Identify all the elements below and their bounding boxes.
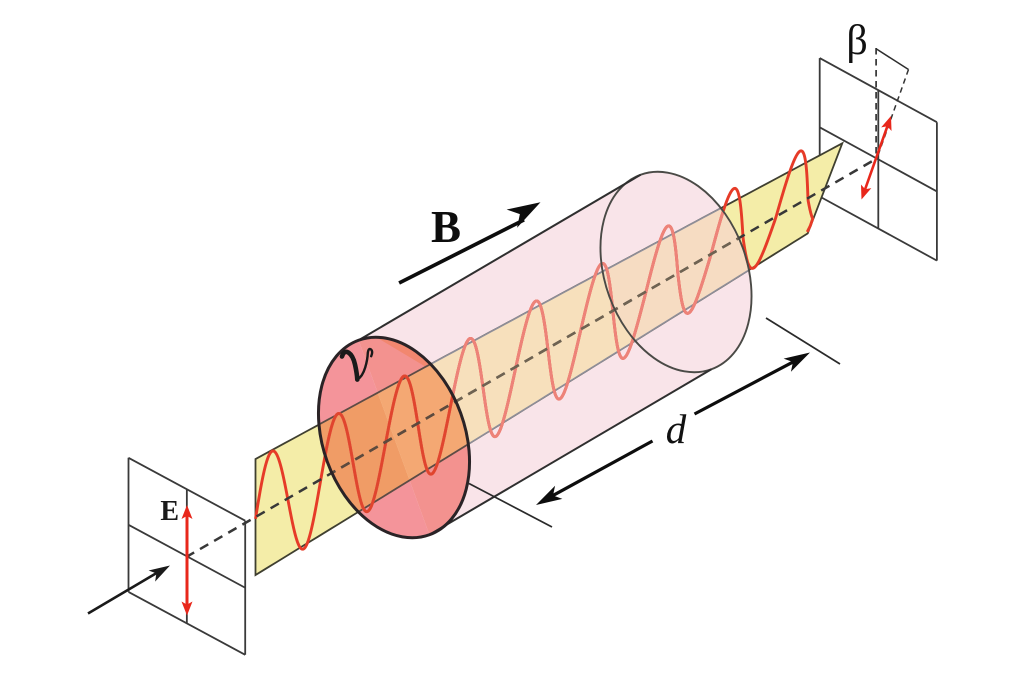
svg-text:E: E bbox=[160, 496, 179, 527]
svg-text:β: β bbox=[846, 18, 867, 64]
svg-text:d: d bbox=[666, 406, 687, 452]
svg-text:B: B bbox=[431, 202, 461, 252]
